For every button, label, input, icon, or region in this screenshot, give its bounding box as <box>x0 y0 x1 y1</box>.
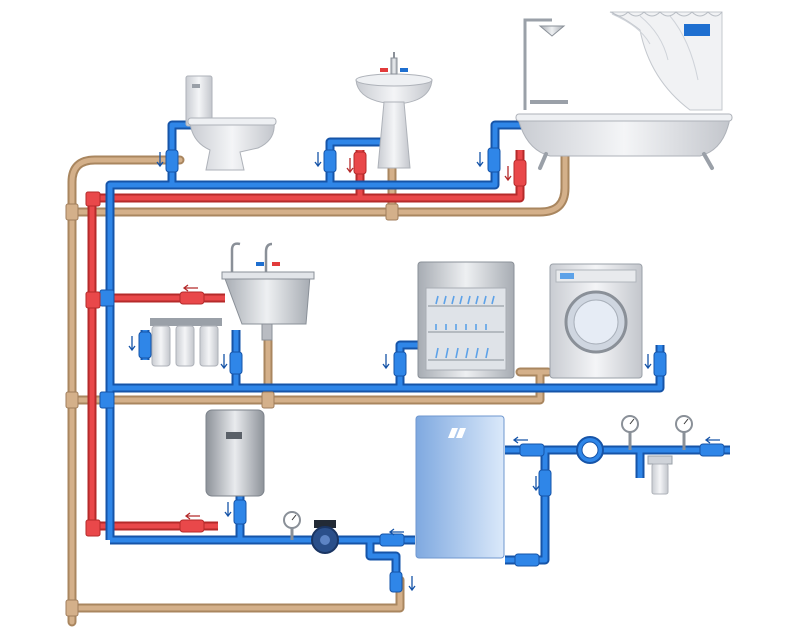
flow-arrows <box>128 152 720 592</box>
circulation-pump <box>311 520 339 554</box>
kitchen-sink <box>221 242 315 341</box>
valve-fittings <box>65 147 725 617</box>
dishwasher <box>417 261 515 379</box>
washbasin <box>355 52 433 169</box>
toilet <box>185 75 277 171</box>
pressure-gauge-2 <box>621 415 639 450</box>
filter-cartridges <box>150 318 222 367</box>
pressure-gauge-3 <box>675 415 693 450</box>
water-meter <box>576 436 604 464</box>
main-filter <box>647 455 673 495</box>
pressure-gauges <box>283 415 693 540</box>
washing-machine <box>549 263 643 379</box>
pressure-gauge-1 <box>283 511 301 540</box>
bathtub-with-shower <box>515 11 733 170</box>
water-heater <box>205 409 265 497</box>
boiler-tank <box>415 415 505 559</box>
